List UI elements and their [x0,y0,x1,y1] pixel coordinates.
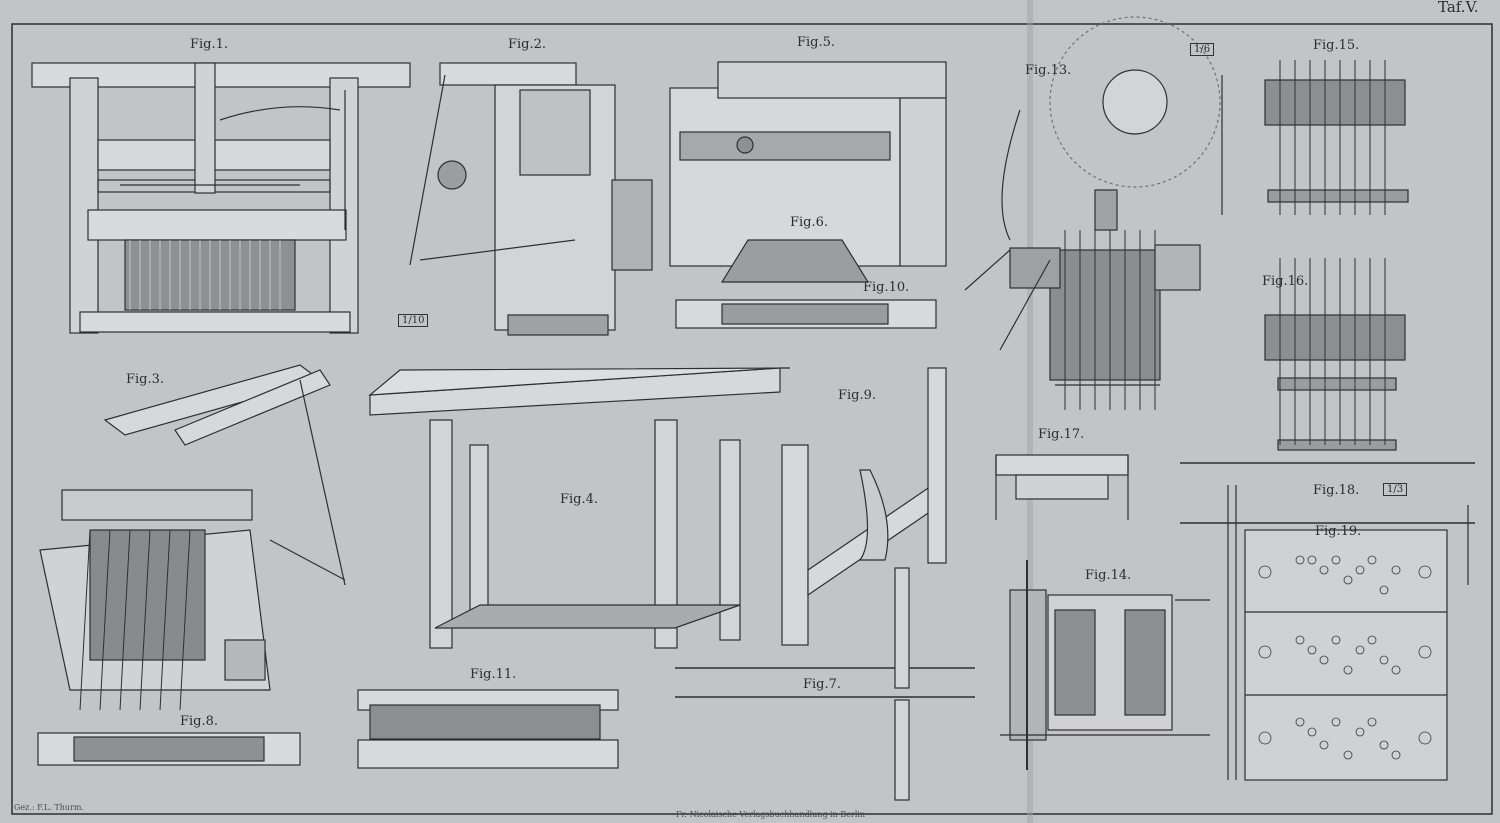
fig18-caption: Fig.18. [1313,483,1360,498]
fig17-drawing [995,454,1129,520]
fig8-drawing [37,732,301,766]
scale-one-tenth: 1/10 [398,314,429,327]
fig6-caption: Fig.6. [790,215,829,230]
fig1-caption: Fig.1. [190,37,229,52]
fig9-drawing [781,367,947,646]
fig13-caption: Fig.13. [1025,63,1072,78]
fig16-caption: Fig.16. [1262,274,1309,289]
fig7-drawing [675,567,975,801]
fig3-drawing [39,364,346,691]
fig18-drawing [1180,462,1475,780]
fig14-drawing [1000,560,1210,770]
fig9-caption: Fig.9. [838,388,877,403]
publisher-credit: Fr. Nicolaische Verlagsbuchhandlung in B… [676,810,866,819]
fig19-caption: Fig.19. [1315,524,1362,539]
fig11-drawing [357,689,619,769]
fig1-drawing [31,62,411,334]
fig4-drawing [368,367,791,649]
engraver-credit: Gez.: F.L. Thurm. [14,803,84,812]
fig14-caption: Fig.14. [1085,568,1132,583]
scale-one-sixth: 1/6 [1190,43,1215,56]
fig15-drawing [1221,75,1409,215]
fig6-drawing [720,239,870,283]
fig2-drawing [409,62,653,336]
fig15-caption: Fig.15. [1313,38,1360,53]
fig17-caption: Fig.17. [1038,427,1085,442]
plate-border [11,23,1493,815]
fig2-caption: Fig.2. [508,37,547,52]
fig13-drawing [964,16,1221,386]
card-holes [1258,555,1432,760]
fig5-drawing [669,61,947,267]
fig16-drawing [1264,314,1406,451]
fig19-drawing [1244,529,1448,781]
fig10-caption: Fig.10. [863,280,910,295]
scale-one-third: 1/3 [1383,483,1408,496]
vertical-wires [79,60,1386,711]
fig3-caption: Fig.3. [126,372,165,387]
thread-hatching [129,240,281,310]
fig7-caption: Fig.7. [803,677,842,692]
fig11-caption: Fig.11. [470,667,517,682]
fig10-drawing [675,299,937,329]
fig4-caption: Fig.4. [560,492,599,507]
plate-number: Taf.V. [1438,0,1479,16]
fig5-caption: Fig.5. [797,35,836,50]
fig8-caption: Fig.8. [180,714,219,729]
